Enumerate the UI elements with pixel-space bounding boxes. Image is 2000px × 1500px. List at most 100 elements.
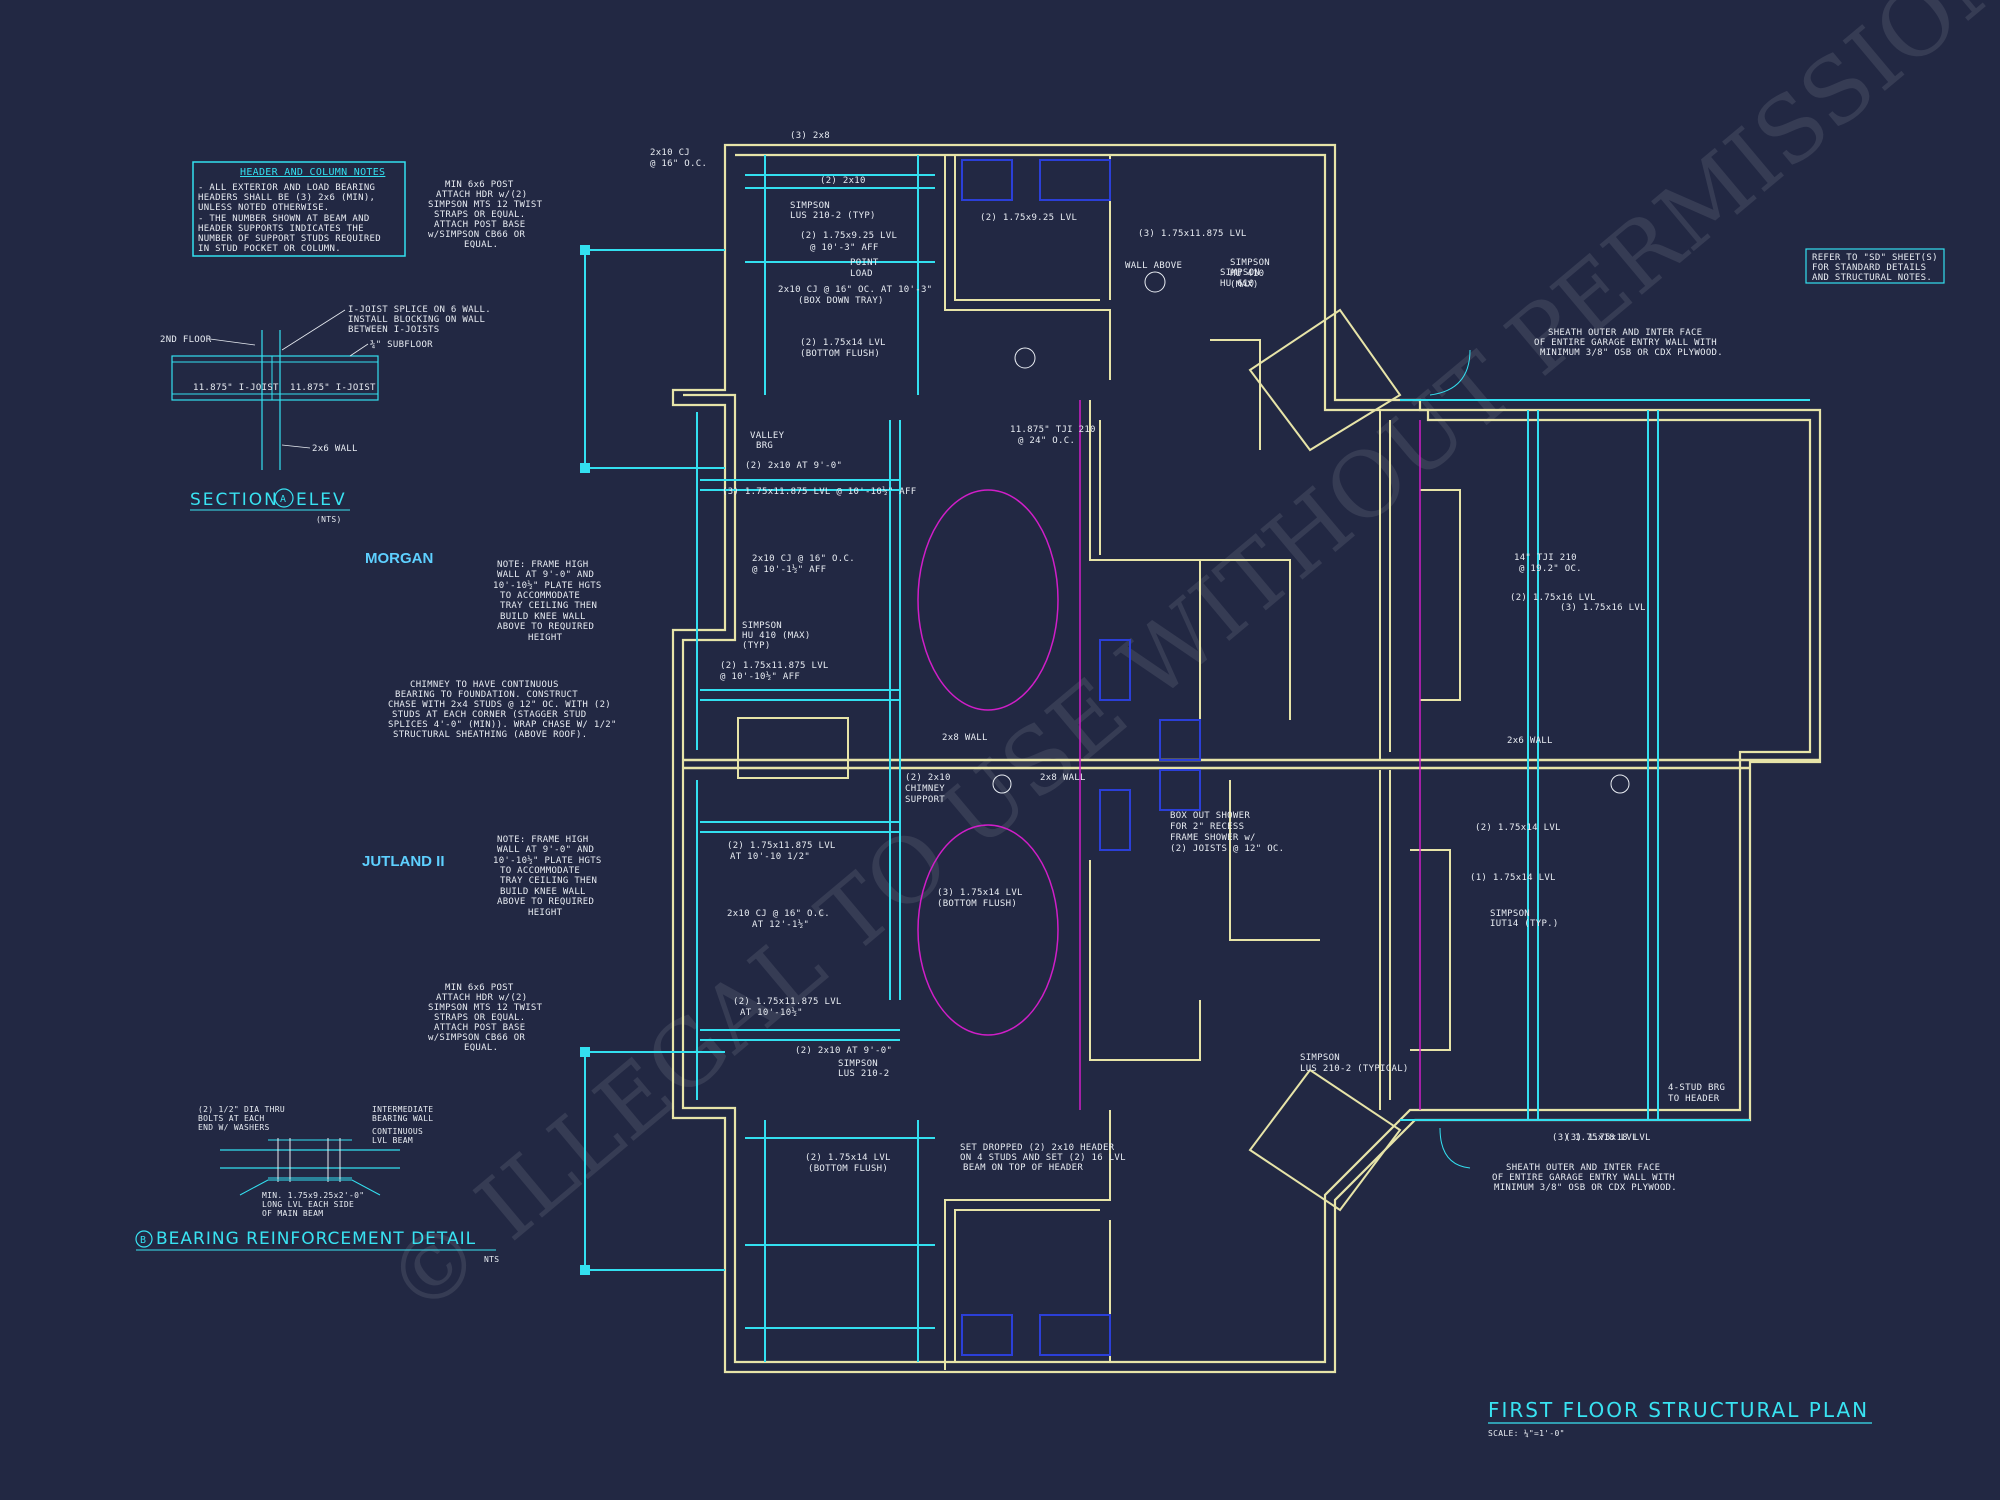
svg-text:HEADERS SHALL BE (3) 2x6 (MIN): HEADERS SHALL BE (3) 2x6 (MIN),: [198, 193, 375, 203]
plan-label: 2x8 WALL: [1040, 773, 1086, 783]
plan-label: (3) 2x8: [790, 131, 830, 141]
plan-label: (1) 1.75x14 LVL: [1470, 873, 1556, 883]
unit-morgan: MORGAN: [365, 550, 433, 567]
plan-label: SIMPSON: [838, 1059, 878, 1069]
plan-label: (2) 1.75x9.25 LVL: [800, 231, 897, 241]
plan-label: CHIMNEY: [905, 784, 945, 794]
plan-label: SET DROPPED (2) 2x10 HEADER: [960, 1143, 1115, 1153]
svg-text:TRAY CEILING THEN: TRAY CEILING THEN: [500, 601, 597, 611]
plan-label: (3) 1.75x18 LVL: [1565, 1133, 1651, 1143]
svg-text:CHASE WITH 2x4 STUDS @ 12" OC.: CHASE WITH 2x4 STUDS @ 12" OC. WITH (2): [388, 700, 611, 710]
svg-text:NOTE: FRAME HIGH: NOTE: FRAME HIGH: [497, 560, 589, 570]
plan-label: (2) 1.75x11.875 LVL: [727, 841, 836, 851]
plan-label: AT 10'-10 1/2": [730, 852, 810, 862]
plan-label: SUPPORT: [905, 795, 945, 805]
plan-label: (BOX DOWN TRAY): [798, 296, 884, 306]
plan-label: @ 24" O.C.: [1018, 436, 1075, 446]
plan-label: 2x10 CJ: [650, 148, 690, 158]
svg-text:BEARING REINFORCEMENT DETAIL: BEARING REINFORCEMENT DETAIL: [156, 1229, 476, 1249]
plan-label: (2) 1.75x9.25 LVL: [980, 213, 1077, 223]
svg-text:ABOVE TO REQUIRED: ABOVE TO REQUIRED: [497, 622, 594, 632]
plan-label: 14" TJI 210: [1514, 553, 1577, 563]
plan-label: POINT: [850, 258, 879, 268]
plan-label: FRAME SHOWER w/: [1170, 833, 1256, 843]
svg-text:BUILD KNEE WALL: BUILD KNEE WALL: [500, 887, 586, 897]
svg-text:- THE NUMBER SHOWN AT BEAM AND: - THE NUMBER SHOWN AT BEAM AND: [198, 214, 370, 224]
svg-text:STRAPS OR EQUAL.: STRAPS OR EQUAL.: [434, 1013, 526, 1023]
svg-text:OF MAIN BEAM: OF MAIN BEAM: [262, 1209, 323, 1218]
svg-text:(NTS): (NTS): [316, 515, 342, 524]
plan-label: @ 10'-10½" AFF: [720, 671, 800, 682]
svg-text:2x6 WALL: 2x6 WALL: [312, 444, 358, 454]
plan-label: (3) 1.75x16 LVL: [1560, 603, 1646, 613]
plan-label: (2) 1.75x11.875 LVL: [720, 661, 829, 671]
svg-text:BUILD KNEE WALL: BUILD KNEE WALL: [500, 612, 586, 622]
notes-title: HEADER AND COLUMN NOTES: [240, 167, 385, 178]
svg-text:- ALL EXTERIOR AND LOAD BEARIN: - ALL EXTERIOR AND LOAD BEARING: [198, 183, 375, 193]
plan-label: (MAX): [1230, 280, 1259, 290]
plan-label: 2x10 CJ @ 16" OC. AT 10'-3": [778, 285, 932, 295]
plan-label: LUS 210-2: [838, 1069, 889, 1079]
svg-text:TO ACCOMMODATE: TO ACCOMMODATE: [500, 866, 580, 876]
plan-label: 2x10 CJ @ 16" O.C.: [752, 554, 855, 564]
svg-text:STRAPS OR EQUAL.: STRAPS OR EQUAL.: [434, 210, 526, 220]
svg-text:SHEATH OUTER AND INTER FACE: SHEATH OUTER AND INTER FACE: [1506, 1163, 1660, 1173]
plan-label: SIMPSON: [742, 621, 782, 631]
plan-label: (BOTTOM FLUSH): [937, 899, 1017, 909]
svg-text:ATTACH POST BASE: ATTACH POST BASE: [434, 1023, 526, 1033]
svg-text:11.875" I-JOIST: 11.875" I-JOIST: [290, 383, 376, 393]
plan-label: (TYP): [742, 641, 771, 651]
svg-text:EQUAL.: EQUAL.: [464, 1043, 498, 1053]
plan-label: (2) 2x10: [820, 176, 866, 186]
plan-label: SIMPSON: [1490, 909, 1530, 919]
svg-text:CHIMNEY TO HAVE CONTINUOUS: CHIMNEY TO HAVE CONTINUOUS: [410, 680, 559, 690]
plan-label: AT 12'-1½": [752, 919, 809, 930]
svg-text:ATTACH HDR w/(2): ATTACH HDR w/(2): [436, 190, 528, 200]
plan-label: (3) 1.75x18 LVL: [1552, 1133, 1638, 1143]
plan-label: @ 10'-1½" AFF: [752, 564, 826, 575]
svg-text:SHEATH OUTER AND INTER FACE: SHEATH OUTER AND INTER FACE: [1548, 328, 1702, 338]
svg-text:WALL AT 9'-0" AND: WALL AT 9'-0" AND: [497, 845, 594, 855]
svg-text:SIMPSON MTS 12 TWIST: SIMPSON MTS 12 TWIST: [428, 1003, 543, 1013]
plan-label: (2) 2x10 AT 9'-0": [795, 1046, 892, 1056]
svg-text:LVL BEAM: LVL BEAM: [372, 1136, 413, 1145]
svg-text:NUMBER OF SUPPORT STUDS REQUIR: NUMBER OF SUPPORT STUDS REQUIRED: [198, 234, 381, 244]
plan-label: (2) 2x10: [905, 773, 951, 783]
header-column-notes: HEADER AND COLUMN NOTES - ALL EXTERIOR A…: [192, 161, 406, 257]
svg-text:LONG LVL EACH SIDE: LONG LVL EACH SIDE: [262, 1200, 354, 1209]
plan-label: SIMPSON: [1220, 268, 1260, 278]
svg-text:SECTION: SECTION: [190, 490, 279, 510]
svg-text:NOTE: FRAME HIGH: NOTE: FRAME HIGH: [497, 835, 589, 845]
svg-text:MINIMUM 3/8" OSB OR CDX PLYWOO: MINIMUM 3/8" OSB OR CDX PLYWOOD.: [1494, 1183, 1677, 1193]
svg-text:MIN 6x6 POST: MIN 6x6 POST: [445, 983, 514, 993]
plan-label: AT 10'-10½": [740, 1007, 803, 1018]
left-notes: MIN 6x6 POST ATTACH HDR w/(2) SIMPSON MT…: [388, 180, 617, 1053]
svg-text:TO ACCOMMODATE: TO ACCOMMODATE: [500, 591, 580, 601]
svg-text:ELEV: ELEV: [296, 490, 347, 510]
svg-text:STUDS AT EACH CORNER (STAGGER: STUDS AT EACH CORNER (STAGGER STUD: [392, 710, 586, 720]
svg-text:w/SIMPSON CB66 OR: w/SIMPSON CB66 OR: [428, 230, 525, 240]
svg-text:B: B: [140, 1235, 146, 1246]
svg-text:SPLICES 4'-0" (MIN)). WRAP CHA: SPLICES 4'-0" (MIN)). WRAP CHASE W/ 1/2": [388, 720, 617, 730]
plan-label: 2x10 CJ @ 16" O.C.: [727, 909, 830, 919]
plan-label: BOX OUT SHOWER: [1170, 811, 1250, 821]
svg-text:10'-10½" PLATE HGTS: 10'-10½" PLATE HGTS: [493, 855, 602, 866]
svg-text:BEARING WALL: BEARING WALL: [372, 1114, 433, 1123]
plan-label: LUS 210-2 (TYP): [790, 211, 876, 221]
plan-label: WALL ABOVE: [1125, 261, 1182, 271]
plan-label: @ 16" O.C.: [650, 159, 707, 169]
svg-text:INTERMEDIATE: INTERMEDIATE: [372, 1105, 433, 1114]
plan-label: (2) 1.75x16 LVL: [1510, 593, 1596, 603]
svg-text:ABOVE TO REQUIRED: ABOVE TO REQUIRED: [497, 897, 594, 907]
plan-label: (2) 1.75x11.875 LVL: [733, 997, 842, 1007]
plan-label: HU 410 (MAX): [742, 631, 811, 641]
plan-label: TO HEADER: [1668, 1094, 1720, 1104]
plan-label: VALLEY: [750, 431, 785, 441]
plan-label: (2) 2x10 AT 9'-0": [745, 461, 842, 471]
plan-label: (BOTTOM FLUSH): [808, 1164, 888, 1174]
svg-text:UNLESS NOTED OTHERWISE.: UNLESS NOTED OTHERWISE.: [198, 203, 330, 213]
drawing-title: FIRST FLOOR STRUCTURAL PLAN: [1488, 1398, 1869, 1422]
svg-text:ATTACH HDR w/(2): ATTACH HDR w/(2): [436, 993, 528, 1003]
